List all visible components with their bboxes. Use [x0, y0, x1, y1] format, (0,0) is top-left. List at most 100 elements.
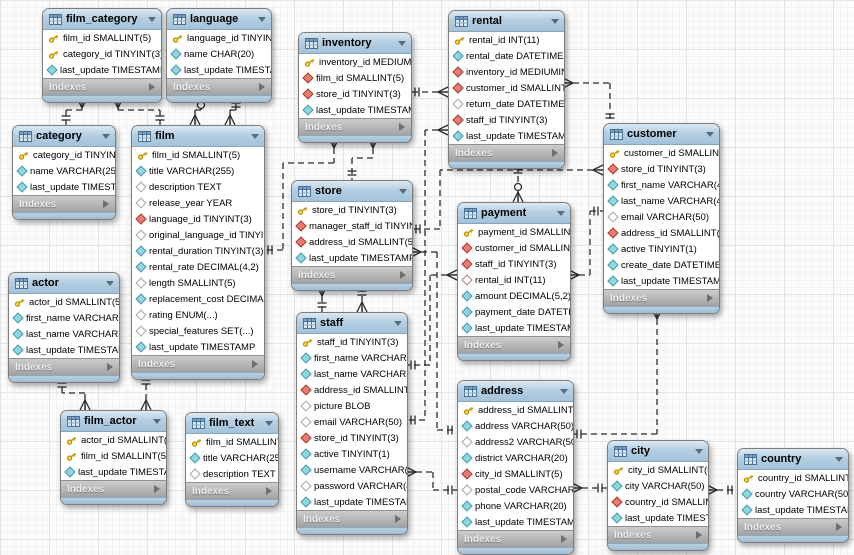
- column-actor_id[interactable]: actor_id SMALLINT(5): [61, 432, 166, 448]
- relationship-rental-customer[interactable]: [562, 77, 615, 123]
- table-header-film[interactable]: film: [132, 126, 264, 147]
- column-category_id[interactable]: category_id TINYINT(3): [13, 147, 115, 163]
- indexes-section-payment[interactable]: Indexes: [458, 336, 570, 353]
- relationship-film_actor-film[interactable]: [140, 375, 152, 411]
- column-last_name[interactable]: last_name VARCHAR(45): [9, 326, 119, 342]
- column-last_name[interactable]: last_name VARCHAR(45): [297, 366, 407, 382]
- column-last_update[interactable]: last_update TIMESTAMP: [61, 464, 166, 480]
- table-header-payment[interactable]: payment: [458, 203, 570, 224]
- column-last_update[interactable]: last_update TIMESTAMP: [608, 510, 708, 526]
- expand-indexes-icon[interactable]: [107, 363, 113, 371]
- indexes-section-city[interactable]: Indexes: [608, 526, 708, 543]
- collapse-arrow-icon[interactable]: [835, 456, 843, 462]
- expand-indexes-icon[interactable]: [103, 200, 109, 208]
- column-last_update[interactable]: last_update TIMESTAMP: [43, 62, 161, 78]
- column-description[interactable]: description TEXT: [186, 466, 278, 482]
- column-district[interactable]: district VARCHAR(20): [458, 450, 573, 466]
- column-rental_duration[interactable]: rental_duration TINYINT(3): [132, 243, 264, 259]
- indexes-section-category[interactable]: Indexes: [13, 195, 115, 212]
- relationship-rental-staff[interactable]: [406, 124, 449, 425]
- column-email[interactable]: email VARCHAR(50): [297, 414, 407, 430]
- collapse-arrow-icon[interactable]: [560, 388, 568, 394]
- column-rental_rate[interactable]: rental_rate DECIMAL(4,2): [132, 259, 264, 275]
- relationship-inventory-store[interactable]: [347, 137, 379, 180]
- column-first_name[interactable]: first_name VARCHAR(45): [9, 310, 119, 326]
- relationship-rental-inventory[interactable]: [410, 86, 449, 98]
- column-customer_id[interactable]: customer_id SMALLINT(5): [458, 240, 570, 256]
- expand-indexes-icon[interactable]: [558, 341, 564, 349]
- indexes-section-address[interactable]: Indexes: [458, 530, 573, 547]
- column-inventory_id[interactable]: inventory_id MEDIUMINT(8): [449, 64, 564, 80]
- column-active[interactable]: active TINYINT(1): [297, 446, 407, 462]
- column-replacement_cost[interactable]: replacement_cost DECIMAL(5,2): [132, 291, 264, 307]
- column-store_id[interactable]: store_id TINYINT(3): [297, 430, 407, 446]
- collapse-arrow-icon[interactable]: [399, 188, 407, 194]
- column-film_id[interactable]: film_id SMALLINT(5): [61, 448, 166, 464]
- column-film_id[interactable]: film_id SMALLINT(5): [132, 147, 264, 163]
- column-film_id[interactable]: film_id SMALLINT(5): [299, 70, 411, 86]
- collapse-arrow-icon[interactable]: [394, 320, 402, 326]
- collapse-arrow-icon[interactable]: [148, 16, 156, 22]
- collapse-arrow-icon[interactable]: [102, 133, 110, 139]
- collapse-arrow-icon[interactable]: [706, 131, 714, 137]
- relationship-staff-address[interactable]: [405, 466, 457, 495]
- table-header-film_text[interactable]: film_text: [186, 413, 278, 434]
- column-payment_id[interactable]: payment_id SMALLINT(5): [458, 224, 570, 240]
- column-create_date[interactable]: create_date DATETIME: [604, 257, 719, 273]
- column-customer_id[interactable]: customer_id SMALLINT(5): [449, 80, 564, 96]
- column-address_id[interactable]: address_id SMALLINT(5): [297, 382, 407, 398]
- collapse-arrow-icon[interactable]: [398, 40, 406, 46]
- table-header-country[interactable]: country: [738, 449, 848, 470]
- column-city[interactable]: city VARCHAR(50): [608, 478, 708, 494]
- column-last_update[interactable]: last_update TIMESTAMP: [9, 342, 119, 358]
- relationship-payment-customer[interactable]: [568, 206, 603, 281]
- column-rental_id[interactable]: rental_id INT(11): [449, 32, 564, 48]
- relationship-customer-address[interactable]: [572, 308, 663, 439]
- relationship-film-language[interactable]: [224, 98, 241, 126]
- collapse-arrow-icon[interactable]: [258, 16, 266, 22]
- column-special_features[interactable]: special_features SET(...): [132, 323, 264, 339]
- relationship-customer-store[interactable]: [411, 164, 604, 234]
- column-manager_staff_id[interactable]: manager_staff_id TINYINT(3): [292, 218, 412, 234]
- column-rental_date[interactable]: rental_date DATETIME: [449, 48, 564, 64]
- indexes-section-film_category[interactable]: Indexes: [43, 78, 161, 95]
- column-city_id[interactable]: city_id SMALLINT(5): [458, 466, 573, 482]
- collapse-arrow-icon[interactable]: [551, 18, 559, 24]
- indexes-section-staff[interactable]: Indexes: [297, 510, 407, 527]
- expand-indexes-icon[interactable]: [561, 535, 567, 543]
- column-postal_code[interactable]: postal_code VARCHAR(10): [458, 482, 573, 498]
- collapse-arrow-icon[interactable]: [265, 420, 273, 426]
- column-password[interactable]: password VARCHAR(40): [297, 478, 407, 494]
- indexes-section-store[interactable]: Indexes: [292, 266, 412, 283]
- table-header-film_category[interactable]: film_category: [43, 9, 161, 30]
- expand-indexes-icon[interactable]: [696, 531, 702, 539]
- expand-indexes-icon[interactable]: [836, 523, 842, 531]
- column-payment_date[interactable]: payment_date DATETIME: [458, 304, 570, 320]
- column-last_update[interactable]: last_update TIMESTAMP: [292, 250, 412, 266]
- column-film_id[interactable]: film_id SMALLINT(5): [43, 30, 161, 46]
- table-header-film_actor[interactable]: film_actor: [61, 411, 166, 432]
- table-header-city[interactable]: city: [608, 441, 708, 462]
- table-header-rental[interactable]: rental: [449, 11, 564, 32]
- relationship-address-city[interactable]: [571, 482, 607, 494]
- column-return_date[interactable]: return_date DATETIME: [449, 96, 564, 112]
- collapse-arrow-icon[interactable]: [251, 133, 259, 139]
- column-username[interactable]: username VARCHAR(16): [297, 462, 407, 478]
- collapse-arrow-icon[interactable]: [106, 280, 114, 286]
- column-country_id[interactable]: country_id SMALLINT(5): [608, 494, 708, 510]
- column-last_update[interactable]: last_update TIMESTAMP: [604, 273, 719, 289]
- column-last_update[interactable]: last_update TIMESTAMP: [299, 102, 411, 118]
- column-inventory_id[interactable]: inventory_id MEDIUMINT(8): [299, 54, 411, 70]
- column-address[interactable]: address VARCHAR(50): [458, 418, 573, 434]
- expand-indexes-icon[interactable]: [707, 294, 713, 302]
- column-original_language_id[interactable]: original_language_id TINYINT(3): [132, 227, 264, 243]
- column-length[interactable]: length SMALLINT(5): [132, 275, 264, 291]
